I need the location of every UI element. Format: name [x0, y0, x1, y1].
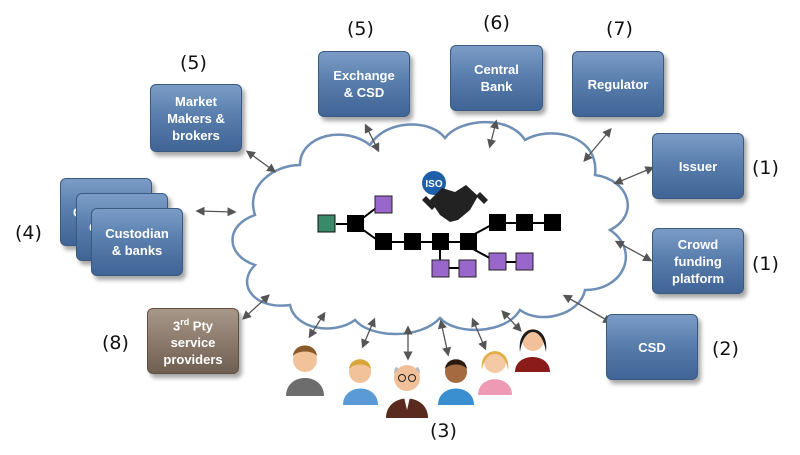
- block: [516, 214, 533, 231]
- fork-block: [458, 259, 477, 278]
- person-icon: [478, 351, 512, 395]
- exchange-csd-number: (5): [347, 18, 374, 40]
- block: [460, 233, 477, 250]
- regulator-number: (7): [606, 18, 633, 40]
- person-icon: [515, 329, 550, 372]
- exchange-csd-box: Exchange & CSD: [318, 51, 410, 117]
- person-icon: [438, 359, 474, 405]
- csd-number: (2): [712, 338, 739, 360]
- crowd-funding-label: Crowd funding platform: [672, 236, 724, 286]
- blockchain-graph: [317, 195, 561, 278]
- investor-group: [286, 329, 550, 418]
- handshake-icon: [422, 185, 488, 222]
- custodian-label: Custodian & banks: [105, 226, 169, 258]
- fork-block: [431, 259, 450, 278]
- service-providers-label: 3rd Pty service providers: [163, 316, 223, 368]
- crowd-funding-box: Crowd funding platform: [652, 228, 744, 294]
- iso-logo-text: ISO: [425, 179, 442, 190]
- block: [489, 214, 506, 231]
- regulator-box: Regulator: [572, 51, 664, 117]
- custodian-number: (4): [15, 222, 42, 244]
- issuer-number: (1): [752, 157, 779, 179]
- service-providers-box: 3rd Pty service providers: [147, 308, 239, 374]
- person-icon: [343, 359, 378, 405]
- person-icon: [286, 345, 324, 396]
- market-makers-box: Market Makers & brokers: [150, 84, 242, 152]
- iso-logo: ISO: [422, 171, 446, 195]
- block: [347, 215, 364, 232]
- issuer-label: Issuer: [678, 158, 718, 174]
- csd-label: CSD: [638, 339, 666, 355]
- genesis-block: [317, 214, 336, 233]
- service-providers-number: (8): [102, 332, 129, 354]
- fork-block: [515, 252, 534, 271]
- block: [375, 233, 392, 250]
- crowd-funding-number: (1): [752, 253, 779, 275]
- custodian-box: Custodian & banks: [91, 208, 183, 276]
- fork-block: [488, 252, 507, 271]
- block: [432, 233, 449, 250]
- investors-number: (3): [430, 420, 457, 442]
- market-makers-label: Market Makers & brokers: [167, 93, 225, 143]
- issuer-box: Issuer: [652, 133, 744, 199]
- connection-arrows: [195, 119, 655, 361]
- regulator-label: Regulator: [587, 76, 649, 92]
- csd-box: CSD: [606, 314, 698, 380]
- central-bank-label: Central Bank: [474, 62, 519, 94]
- block: [544, 214, 561, 231]
- person-icon: [386, 365, 428, 418]
- central-bank-number: (6): [483, 12, 510, 34]
- exchange-csd-label: Exchange & CSD: [333, 68, 395, 100]
- market-makers-number: (5): [180, 52, 207, 74]
- central-bank-box: Central Bank: [450, 45, 543, 111]
- block: [404, 233, 421, 250]
- fork-block: [374, 195, 393, 214]
- network-cloud: [231, 120, 629, 336]
